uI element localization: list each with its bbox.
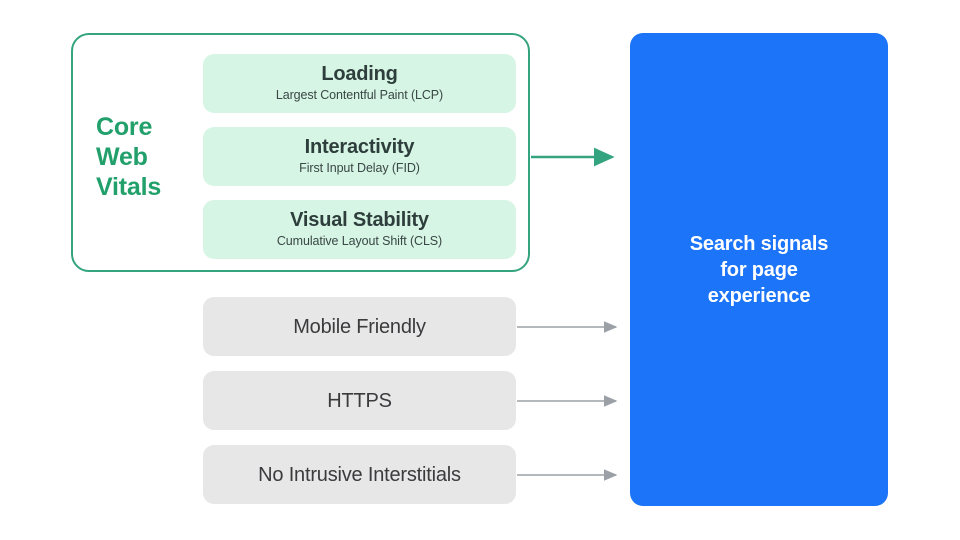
- metric-title: Visual Stability: [290, 209, 429, 231]
- metric-card-interactivity[interactable]: Interactivity First Input Delay (FID): [203, 127, 516, 186]
- search-signals-label: Search signals for page experience: [689, 232, 829, 307]
- search-signals-box[interactable]: Search signals for page experience: [630, 33, 888, 506]
- signal-box-no-intrusive-interstitials[interactable]: No Intrusive Interstitials: [203, 445, 516, 504]
- signal-box-https[interactable]: HTTPS: [203, 371, 516, 430]
- metric-subtitle: First Input Delay (FID): [299, 161, 420, 175]
- metric-title: Interactivity: [304, 136, 415, 158]
- metric-card-visual-stability[interactable]: Visual Stability Cumulative Layout Shift…: [203, 200, 516, 259]
- signal-box-mobile-friendly[interactable]: Mobile Friendly: [203, 297, 516, 356]
- metric-title: Loading: [321, 63, 398, 85]
- signal-label: No Intrusive Interstitials: [258, 463, 461, 486]
- metric-card-loading[interactable]: Loading Largest Contentful Paint (LCP): [203, 54, 516, 113]
- metric-subtitle: Largest Contentful Paint (LCP): [275, 88, 444, 102]
- core-web-vitals-label: Core Web Vitals: [96, 113, 162, 201]
- signal-label: HTTPS: [327, 389, 392, 412]
- metric-subtitle: Cumulative Layout Shift (CLS): [276, 234, 443, 248]
- signal-label: Mobile Friendly: [293, 315, 426, 338]
